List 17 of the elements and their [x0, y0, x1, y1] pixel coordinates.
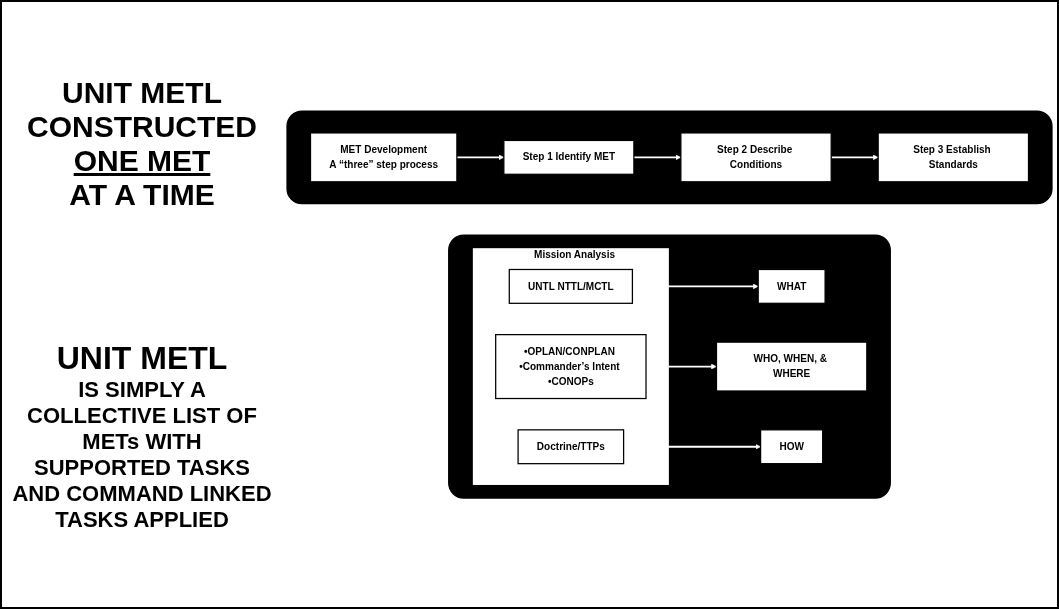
- node-box: •OPLAN/CONPLAN •Commander’s Intent •CONOPs: [495, 333, 647, 400]
- node-box: Step 1 Identify MET: [503, 139, 635, 175]
- heading-text: AT A TIME: [68, 178, 216, 212]
- cluster: [286, 110, 1053, 205]
- underlined-heading: ONE MET: [72, 144, 212, 178]
- node-box: Step 3 Establish Standards: [877, 132, 1030, 183]
- node-box: WHAT: [757, 268, 826, 304]
- node-box: WHO, WHEN, & WHERE: [715, 341, 868, 392]
- note-text: IS SIMPLY A COLLECTIVE LIST OF METs WITH SUPPORTED TASKS AND COMMAND LINKED TASKS APPLIED: [12, 377, 272, 533]
- node-box: Step 2 Describe Conditions: [680, 132, 832, 183]
- node-box: Doctrine/TTPs: [517, 429, 625, 465]
- node-box: HOW: [759, 429, 824, 465]
- heading-text: UNIT METL CONSTRUCTED: [26, 76, 258, 144]
- node-box: UNTL NTTL/MCTL: [508, 268, 634, 304]
- heading-text: UNIT METL: [55, 340, 229, 377]
- cluster: [448, 234, 891, 499]
- node-box: MET Development A “three” step process: [309, 132, 458, 183]
